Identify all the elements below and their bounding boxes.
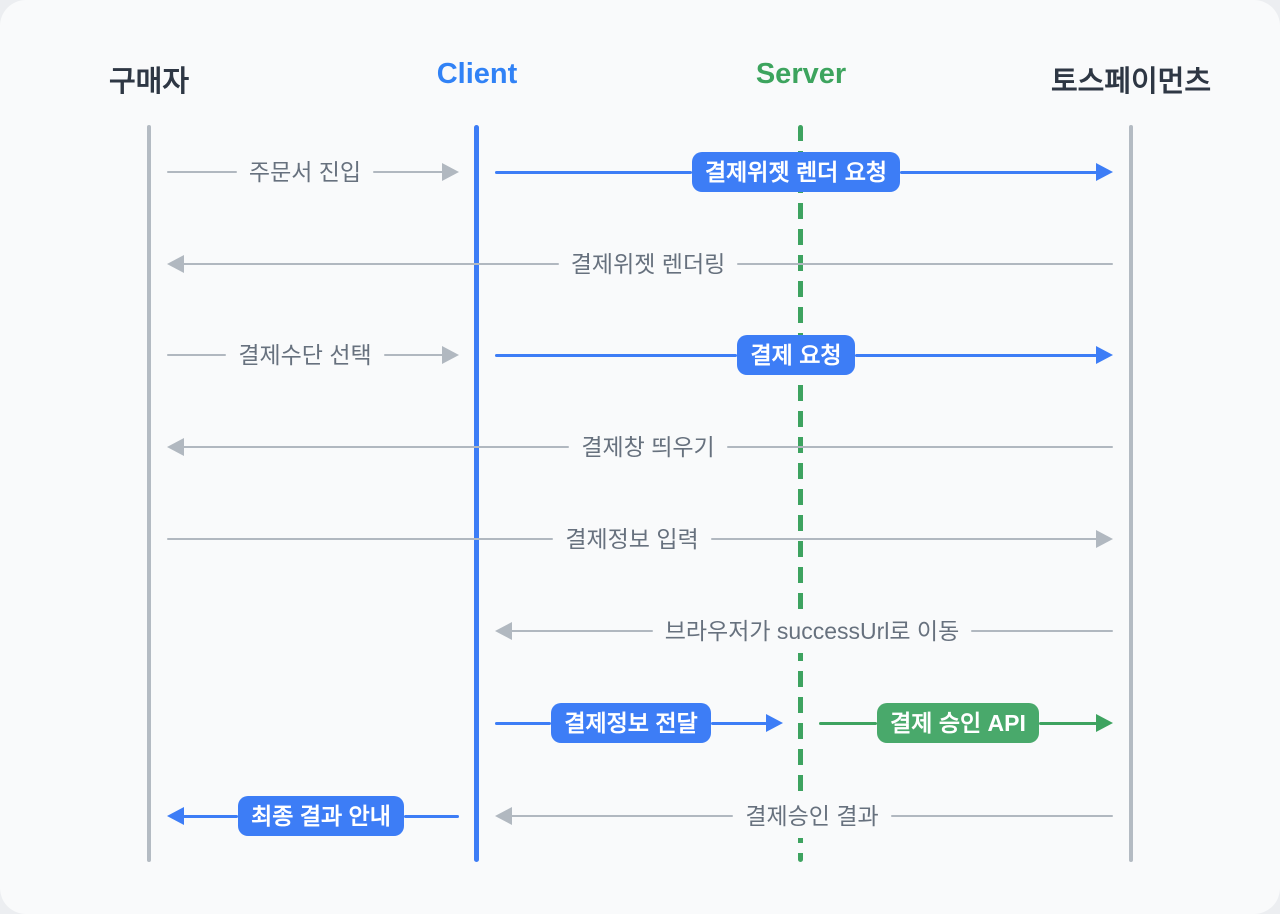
message-label: 결제정보 입력 xyxy=(553,517,711,561)
arrowhead-right-icon xyxy=(1096,530,1114,548)
msg-widget-rendering: 결제위젯 렌더링 xyxy=(167,242,1114,286)
arrowhead-right-icon xyxy=(1096,714,1114,732)
arrowhead-left-icon xyxy=(167,255,184,273)
msg-payment-confirm-result: 결제승인 결과 xyxy=(495,794,1114,838)
message-label: 브라우저가 successUrl로 이동 xyxy=(652,609,972,653)
arrow-line xyxy=(183,814,239,818)
arrow-line xyxy=(726,445,1114,449)
msg-open-payment-window: 결제창 띄우기 xyxy=(167,425,1114,469)
lifeline-server xyxy=(798,125,803,862)
arrow-line xyxy=(373,170,444,174)
arrowhead-left-icon xyxy=(167,438,184,456)
message-badge: 최종 결과 안내 xyxy=(238,796,404,836)
msg-enter-payment-info: 결제정보 입력 xyxy=(167,517,1114,561)
msg-final-result-notice: 최종 결과 안내 xyxy=(167,794,459,838)
arrow-line xyxy=(971,629,1113,633)
arrow-line xyxy=(890,814,1114,818)
lifeline-client xyxy=(474,125,479,862)
arrow-line xyxy=(183,445,570,449)
arrowhead-left-icon xyxy=(495,622,512,640)
arrowhead-right-icon xyxy=(442,346,460,364)
message-label: 결제수단 선택 xyxy=(226,333,384,377)
message-badge: 결제 요청 xyxy=(737,335,855,375)
arrow-line xyxy=(495,170,692,174)
arrowhead-right-icon xyxy=(1096,346,1113,364)
arrow-line xyxy=(403,814,459,818)
message-label: 결제창 띄우기 xyxy=(569,425,727,469)
msg-deliver-payment-info: 결제정보 전달 xyxy=(495,701,784,745)
msg-order-sheet-entry: 주문서 진입 xyxy=(167,150,460,194)
arrow-line xyxy=(710,537,1098,541)
message-label: 결제위젯 렌더링 xyxy=(558,242,738,286)
arrowhead-left-icon xyxy=(167,807,184,825)
arrow-line xyxy=(710,721,768,725)
lifeline-buyer xyxy=(147,125,151,862)
participant-server-label: Server xyxy=(755,58,847,90)
arrow-line xyxy=(511,629,653,633)
arrow-line xyxy=(737,262,1114,266)
msg-payment-confirm-api: 결제 승인 API xyxy=(819,701,1114,745)
arrow-line xyxy=(819,721,878,725)
participant-client-label: Client xyxy=(436,58,518,90)
arrow-line xyxy=(511,814,734,818)
participant-buyer-label: 구매자 xyxy=(108,66,190,98)
message-label: 주문서 진입 xyxy=(236,150,374,194)
msg-select-payment-method: 결제수단 선택 xyxy=(167,333,460,377)
arrow-line xyxy=(167,353,227,357)
arrowhead-left-icon xyxy=(495,807,512,825)
arrow-line xyxy=(1038,721,1098,725)
arrow-line xyxy=(183,262,559,266)
arrowhead-right-icon xyxy=(766,714,784,732)
msg-render-widget-request: 결제위젯 렌더 요청 xyxy=(495,150,1113,194)
msg-payment-request: 결제 요청 xyxy=(495,333,1113,377)
lifeline-tosspayments xyxy=(1129,125,1133,862)
arrow-line xyxy=(900,170,1097,174)
arrow-line xyxy=(167,170,237,174)
message-badge: 결제 승인 API xyxy=(877,703,1039,743)
participant-tosspayments-label: 토스페이먼츠 xyxy=(1050,66,1212,98)
arrow-line xyxy=(495,721,552,725)
msg-browser-redirect-successurl: 브라우저가 successUrl로 이동 xyxy=(495,609,1113,653)
arrowhead-right-icon xyxy=(1096,163,1113,181)
arrow-line xyxy=(383,353,444,357)
arrowhead-right-icon xyxy=(442,163,460,181)
arrow-line xyxy=(495,353,738,357)
message-badge: 결제위젯 렌더 요청 xyxy=(691,152,901,192)
message-badge: 결제정보 전달 xyxy=(551,703,711,743)
arrow-line xyxy=(167,537,554,541)
message-label: 결제승인 결과 xyxy=(733,794,891,838)
arrow-line xyxy=(854,353,1097,357)
